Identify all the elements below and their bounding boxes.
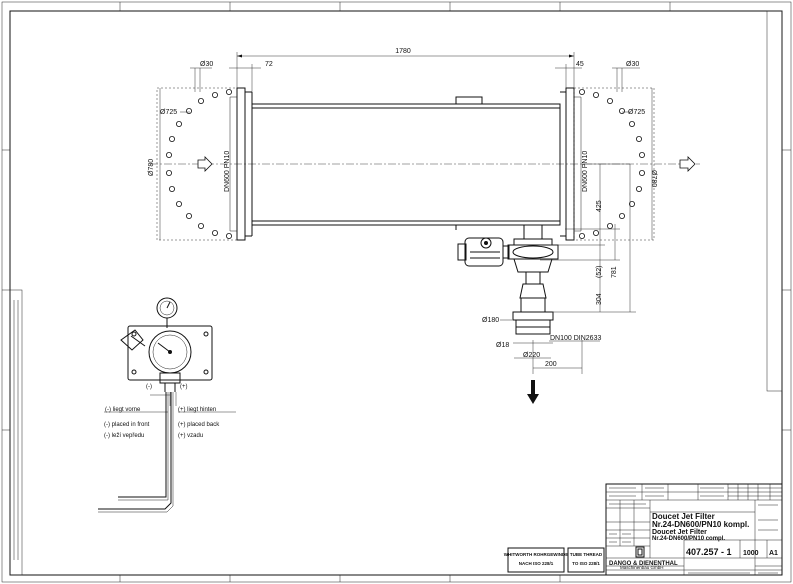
note-plus-cz: (+) vzadu bbox=[178, 433, 203, 439]
whitworth-line1: WHITWORTH ROHRGEWINDE bbox=[504, 552, 569, 557]
right-flange-dim: 45 bbox=[576, 61, 584, 68]
left-bolt-holes bbox=[165, 89, 232, 239]
top-lug bbox=[455, 96, 483, 105]
outlet-arrow-icon bbox=[679, 156, 696, 172]
subtitle-en: Nr.24-DN600/PN10 compl. bbox=[652, 536, 725, 542]
inner-border bbox=[9, 10, 783, 576]
title-de: Doucet Jet Filter bbox=[652, 512, 715, 521]
outlet-branch-pipe bbox=[523, 224, 543, 240]
note-minus-en: (-) placed in front bbox=[104, 422, 150, 428]
outlet-branch-flange bbox=[513, 238, 553, 246]
bolt-circle-right: Ø725 bbox=[628, 109, 645, 116]
top-dimension-lines bbox=[190, 52, 640, 92]
outlet-flange bbox=[512, 311, 554, 321]
right-bolt-holes bbox=[579, 89, 646, 239]
whitworth-thread-box bbox=[507, 547, 565, 573]
impulse-tube-minus bbox=[118, 392, 167, 498]
flange-od-right: Ø780 bbox=[650, 170, 657, 187]
sheet-size: A1 bbox=[769, 550, 778, 557]
note-minus-de: (-) liegt vorne bbox=[105, 407, 141, 413]
dim-arrows bbox=[237, 54, 574, 58]
hole-dia-right: Ø30 bbox=[626, 61, 639, 68]
gauge-note-leaders bbox=[104, 392, 236, 413]
company-sub: Maschinenbau GmbH bbox=[620, 565, 664, 570]
left-flange bbox=[236, 87, 246, 241]
company-name: DANGO & DIENENTHAL bbox=[609, 561, 678, 567]
valve-body bbox=[513, 258, 553, 273]
minus-symbol: (-) bbox=[146, 384, 152, 390]
right-flange-face-outline bbox=[573, 87, 655, 241]
valve-handwheel bbox=[512, 245, 554, 259]
outlet-dia-180: Ø180 bbox=[482, 317, 499, 324]
tube-line1: TUBE THREAD bbox=[570, 552, 603, 557]
dim-425: 425 bbox=[596, 200, 603, 212]
scale-value: 1000 bbox=[743, 550, 759, 557]
outlet-dia-220: Ø220 bbox=[523, 352, 540, 359]
drawing-number: 407.257 - 1 bbox=[686, 547, 732, 557]
outlet-dimension-lines bbox=[500, 163, 636, 374]
revision-strip bbox=[9, 289, 23, 576]
inlet-arrow-icon bbox=[197, 156, 213, 172]
outlet-dim-200: 200 bbox=[545, 361, 557, 368]
company-logo-icon bbox=[635, 546, 645, 558]
plus-symbol: (+) bbox=[180, 384, 188, 390]
tube-line2: TO ISO 228/1 bbox=[572, 561, 600, 566]
tube-thread-box bbox=[567, 547, 605, 573]
right-strip bbox=[766, 10, 783, 392]
note-plus-de: (+) liegt hinten bbox=[178, 407, 216, 413]
dim-781: 781 bbox=[611, 266, 618, 278]
gauge-mounting-plate bbox=[127, 325, 213, 381]
note-minus-cz: (-) leží vepředu bbox=[104, 433, 144, 439]
valve-flange bbox=[507, 244, 559, 260]
overall-length-dim: 1780 bbox=[395, 48, 411, 55]
nozzle-label-right: DN600 PN10 bbox=[582, 151, 589, 192]
whitworth-line2: NACH ISO 228/1 bbox=[519, 561, 554, 566]
title-en: Doucet Jet Filter bbox=[652, 529, 707, 536]
dim-304: 304 bbox=[596, 293, 603, 305]
impulse-tube-plus bbox=[98, 392, 172, 510]
revision-strip-lines bbox=[13, 300, 19, 560]
dim-52: (52) bbox=[596, 266, 603, 278]
nozzle-label-left: DN600 PN10 bbox=[224, 151, 231, 192]
outlet-down-arrow-icon bbox=[527, 380, 539, 404]
outlet-dia-18: Ø18 bbox=[496, 342, 509, 349]
hole-dia-left: Ø30 bbox=[200, 61, 213, 68]
flange-od-left: Ø780 bbox=[148, 159, 155, 176]
gauge-fitting bbox=[120, 329, 144, 351]
actuator-port-icon bbox=[480, 237, 492, 249]
subtitle-de: Nr.24-DN600/PN10 kompl. bbox=[652, 520, 749, 529]
note-plus-en: (+) placed back bbox=[178, 422, 220, 428]
filter-body bbox=[251, 103, 561, 226]
left-flange-dim: 72 bbox=[265, 61, 273, 68]
outlet-nozzle-label: DN100 DIN2633 bbox=[550, 335, 601, 342]
title-block: Doucet Jet Filter Nr.24-DN600/PN10 kompl… bbox=[605, 483, 783, 576]
bolt-circle-left: Ø725 bbox=[160, 109, 177, 116]
